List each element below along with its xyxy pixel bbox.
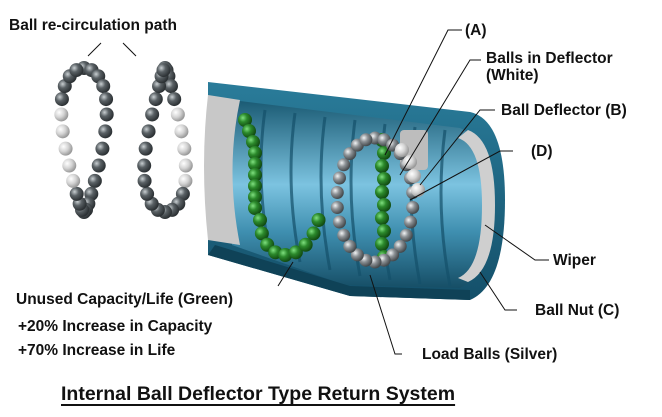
recirculation-ball [148, 92, 163, 107]
deflector-ball-white [403, 155, 417, 169]
load-ball [404, 215, 418, 229]
recirculation-ball [99, 92, 114, 107]
load-ball [332, 215, 346, 229]
unused-green-ball [377, 224, 391, 238]
unused-green-ball [377, 198, 391, 212]
recirculation-ball [167, 92, 182, 107]
unused-green-ball [248, 168, 262, 182]
unused-green-ball [254, 226, 269, 241]
recirculation-ball [145, 107, 160, 122]
recirculation-ball [177, 141, 192, 156]
load-ball [406, 200, 420, 214]
recirculation-ball [137, 158, 152, 173]
recirculation-ball [156, 63, 171, 78]
recirculation-ball [141, 124, 156, 139]
recirculation-ball [91, 158, 106, 173]
recirculation-ball [69, 63, 84, 78]
load-ball [337, 158, 351, 172]
recirculation-ball [170, 107, 185, 122]
deflector-ball-white [411, 183, 425, 197]
recirculation-ball [55, 124, 70, 139]
label-wiper: Wiper [553, 252, 596, 269]
unused-green-ball [246, 135, 260, 149]
recirculation-ball [96, 79, 111, 94]
recirculation-ball [137, 173, 152, 188]
ball-nut-body [204, 82, 505, 300]
left-wiper [204, 95, 240, 245]
recirculation-ball [178, 173, 193, 188]
deflector-ball-white [407, 169, 421, 183]
recirculation-ball [54, 92, 69, 107]
wiper [458, 130, 495, 282]
recirculation-ball [58, 141, 73, 156]
recirculation-ball [69, 186, 84, 201]
label-ball-deflector: Ball Deflector (B) [501, 102, 627, 119]
recirculation-ball [87, 173, 102, 188]
recirculation-ball [163, 79, 178, 94]
recirculation-ball [98, 124, 113, 139]
unused-green-ball [248, 201, 262, 215]
label-d: (D) [531, 143, 553, 160]
recirculation-ball [174, 124, 189, 139]
deflector-ball-white [395, 143, 409, 157]
unused-green-ball [248, 146, 262, 160]
load-ball [399, 228, 413, 242]
unused-green-ball [377, 172, 391, 186]
unused-green-ball [375, 185, 389, 199]
label-unused-capacity: Unused Capacity/Life (Green) [16, 291, 234, 308]
load-ball [359, 133, 373, 147]
load-ball [343, 147, 357, 161]
unused-green-ball [278, 248, 293, 262]
load-ball [393, 239, 407, 253]
recirculation-ball [138, 141, 153, 156]
load-ball [330, 186, 344, 200]
label-recirculation-path: Ball re-circulation path [9, 17, 177, 34]
recirculation-ball [95, 141, 110, 156]
unused-green-ball [253, 213, 267, 227]
unused-green-ball [242, 124, 256, 138]
unused-green-ball [248, 179, 262, 193]
label-load-balls: Load Balls (Silver) [422, 346, 558, 363]
recirculation-ball [99, 107, 114, 122]
recirculation-ball [66, 173, 81, 188]
unused-green-ball [248, 157, 262, 171]
unused-green-ball [288, 245, 303, 260]
unused-green-ball [375, 237, 389, 251]
recirculation-ball [54, 107, 69, 122]
load-ball [343, 239, 357, 253]
label-life-increase: +70% Increase in Life [18, 342, 176, 359]
load-ball [337, 228, 351, 242]
recirculation-ball [62, 158, 77, 173]
unused-green-ball [375, 159, 389, 173]
label-capacity-increase: +20% Increase in Capacity [18, 318, 213, 335]
unused-green-ball [238, 113, 252, 127]
leader-lines [87, 29, 549, 355]
unused-green-ball [306, 226, 321, 241]
unused-green-ball [311, 213, 326, 227]
load-ball [350, 248, 364, 262]
unused-green-ball [248, 190, 262, 204]
label-a: (A) [465, 22, 487, 39]
load-ball [332, 171, 346, 185]
recirculation-ball [140, 186, 155, 201]
label-balls-in-deflector-white: (White) [486, 67, 539, 84]
load-ball [330, 200, 344, 214]
unused-green-ball [375, 211, 389, 225]
unused-green-ball [298, 237, 313, 252]
label-balls-in-deflector: Balls in Deflector [486, 50, 613, 67]
label-ball-nut: Ball Nut (C) [535, 302, 620, 319]
recirculation-ball [178, 158, 193, 173]
diagram-title: Internal Ball Deflector Type Return Syst… [61, 383, 456, 405]
